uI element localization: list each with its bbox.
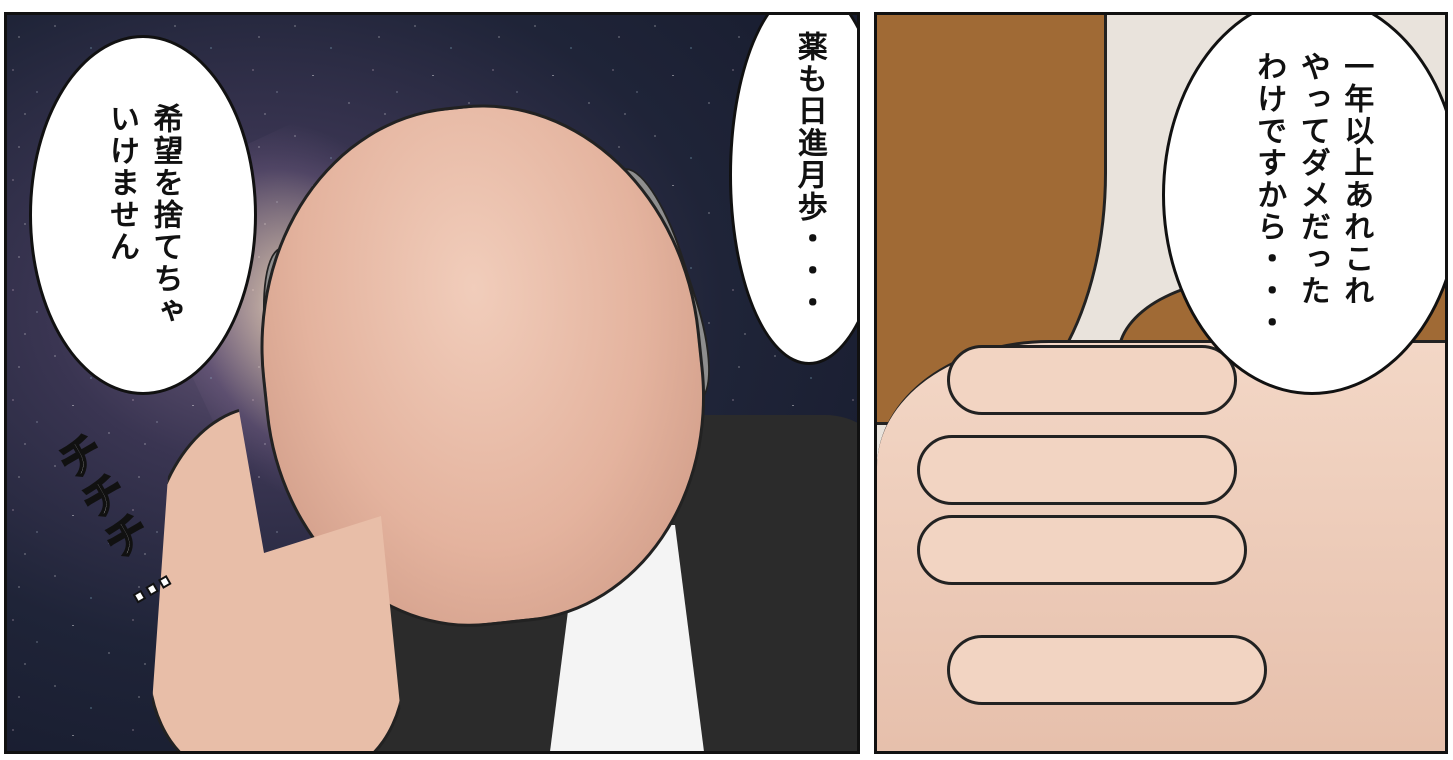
finger-3 [917,515,1247,585]
speech-bubble-medicine: 薬も日進月歩・・・ [729,15,857,365]
speech-bubble-one-year: 一年以上あれこれ やってダメだった わけですから・・・ [1162,15,1445,395]
panel-right: 一年以上あれこれ やってダメだった わけですから・・・ [874,12,1448,754]
finger-4 [947,635,1267,705]
panel-left: 薬も日進月歩・・・ 希望を捨てちゃ いけません チチチ… [4,12,860,754]
speech-text-hope: 希望を捨てちゃ いけません [104,103,183,327]
speech-text-medicine: 薬も日進月歩・・・ [791,31,827,319]
finger-2 [917,435,1237,505]
speech-bubble-hope: 希望を捨てちゃ いけません [29,35,257,395]
speech-text-one-year: 一年以上あれこれ やってダメだった わけですから・・・ [1251,51,1374,339]
finger-1 [947,345,1237,415]
